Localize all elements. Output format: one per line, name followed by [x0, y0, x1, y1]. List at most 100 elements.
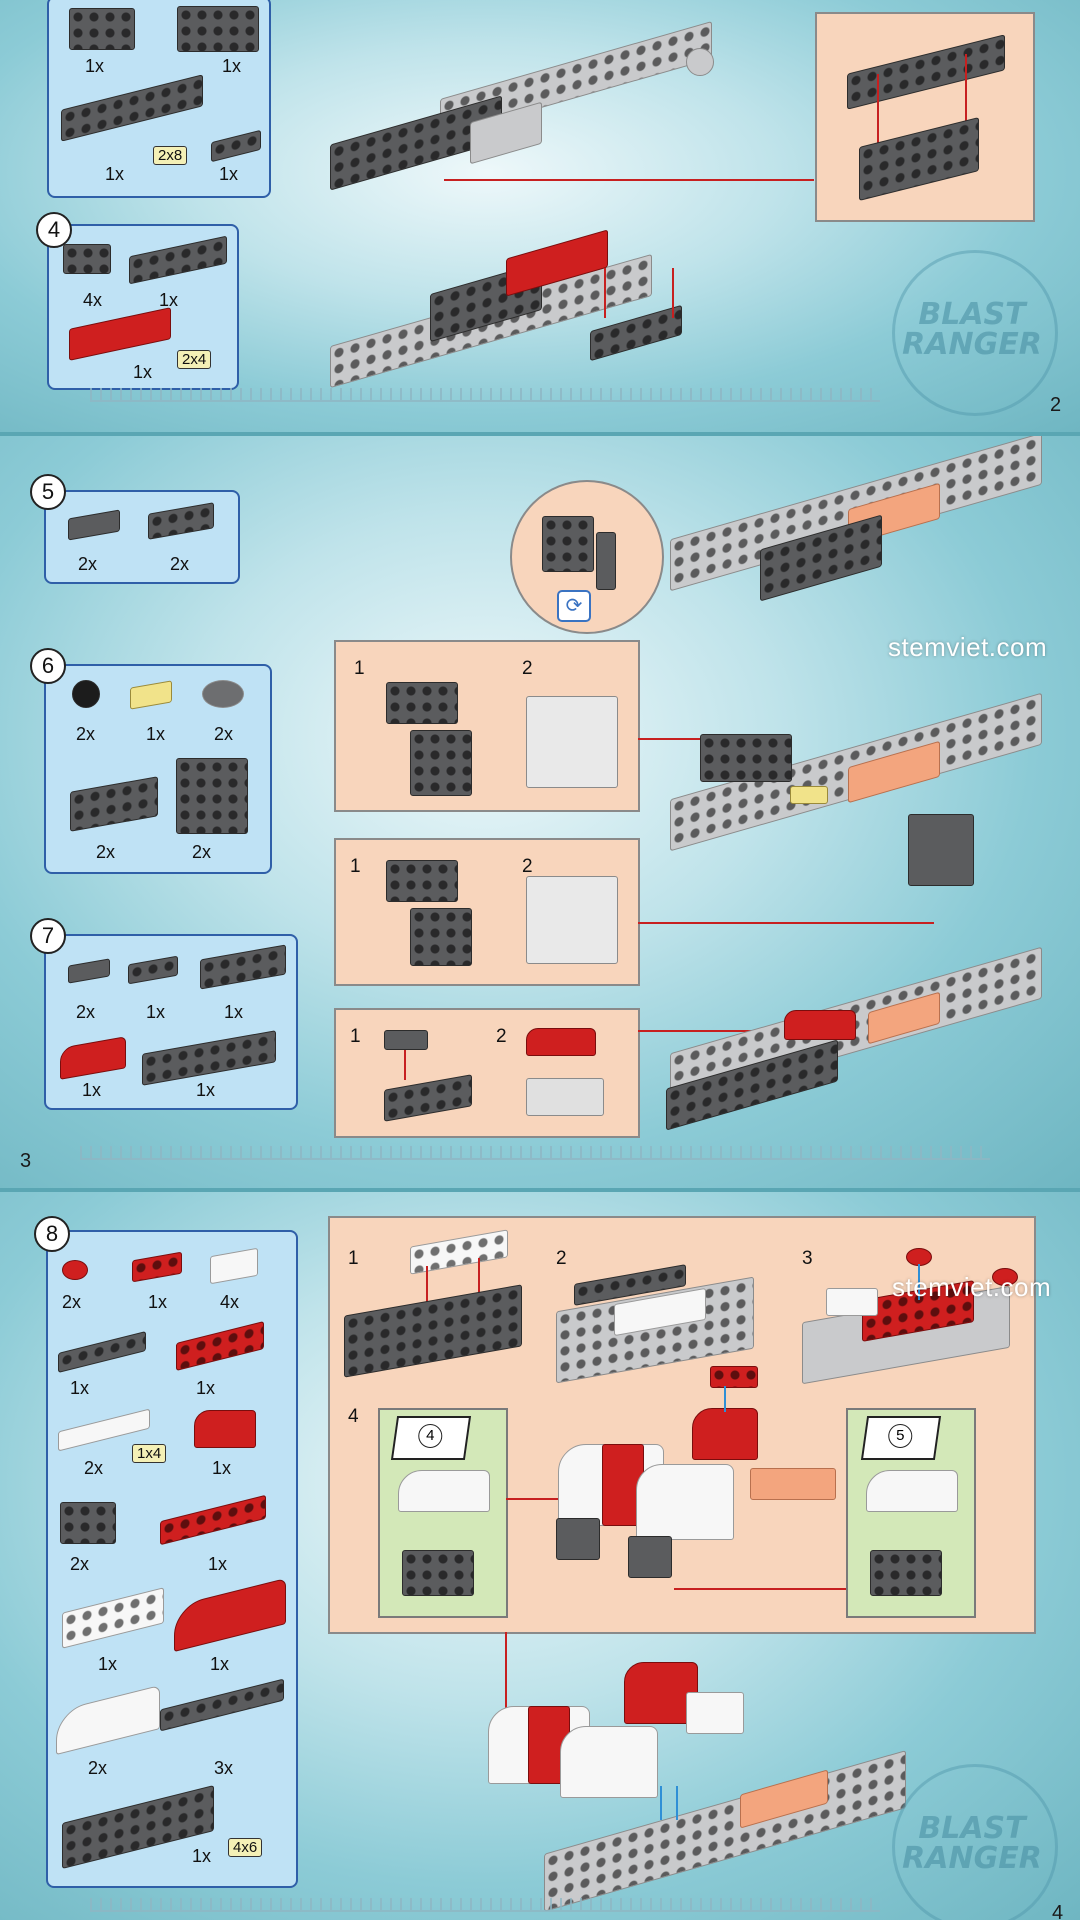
sticker-box-right: 5	[846, 1408, 976, 1618]
qty-label: 1x	[105, 164, 125, 184]
sub-step-number: 1	[350, 856, 361, 877]
size-tag: 2x4	[177, 350, 212, 369]
part-curved-slope-white	[398, 1470, 490, 1512]
assembly-arrow	[638, 738, 712, 740]
part-wheel-holder	[386, 860, 458, 902]
zoom-bracket	[542, 516, 594, 572]
sub-step-number: 1	[348, 1248, 359, 1269]
part-plate-1x2-red	[132, 1251, 182, 1283]
watermark: stemviet.com	[892, 1272, 1052, 1302]
sub-assembly-box	[815, 12, 1035, 222]
assembly-arrow	[638, 1030, 788, 1032]
step-number: 7	[30, 918, 66, 954]
part-plate-1x8	[160, 1678, 284, 1732]
qty-label: 2x	[62, 1292, 82, 1312]
part-plate-1x2	[128, 955, 178, 985]
instruction-page-3: 2x 2x 5 ⟳ stemviet.com 2x 1x 2x 2x 2x 6 …	[0, 436, 1080, 1188]
model-tow-ball	[686, 48, 714, 76]
model-grille	[790, 786, 828, 804]
qty-label: 2x	[170, 554, 190, 574]
part-plate-2x8	[847, 34, 1005, 110]
qty-label: 2x	[192, 842, 212, 862]
qty-label: 1x	[146, 724, 166, 744]
qty-label: 2x	[96, 842, 116, 862]
assembly-arrow	[672, 268, 674, 318]
model-wheel-holder	[556, 1518, 600, 1560]
part-round-tile	[202, 680, 244, 708]
sub-step-number: 1	[350, 1026, 361, 1047]
assembly-arrow	[444, 179, 814, 181]
qty-label: 1x	[222, 56, 242, 76]
part-bracket-2x2	[176, 758, 248, 834]
part-curved-slope	[526, 1028, 596, 1056]
model-peach-tail	[750, 1468, 836, 1500]
sub-assembly-box: 1 2 3 4 4 5	[328, 1216, 1036, 1634]
sub-step-number: 1	[354, 658, 365, 679]
sub-step-number: 2	[556, 1248, 567, 1269]
page-number: 3	[20, 1150, 32, 1172]
part-bracket-1x2	[60, 1502, 116, 1544]
qty-label: 1x	[148, 1292, 168, 1312]
ruler	[90, 388, 880, 402]
part-wedge-plate-4	[160, 1494, 266, 1546]
sub-assembly-box: 1 2	[334, 640, 640, 812]
blast-ranger-logo	[892, 1764, 1058, 1920]
assembly-arrow	[638, 922, 934, 924]
qty-label: 1x	[192, 1846, 212, 1866]
assembly-arrow	[404, 1050, 406, 1080]
assembly-arrow	[604, 268, 606, 318]
model-wheel-holder	[628, 1536, 672, 1578]
size-tag: 2x8	[153, 146, 188, 165]
part-curved-slope-red	[174, 1578, 286, 1652]
watermark: stemviet.com	[888, 632, 1048, 662]
parts-box-step4: 4x 1x 2x4 1x	[47, 224, 239, 390]
qty-label: 1x	[159, 290, 179, 310]
qty-label: 2x	[88, 1758, 108, 1778]
step-number: 4	[36, 212, 72, 248]
sub-step-number: 2	[496, 1026, 507, 1047]
sub-step-number: 2	[522, 658, 533, 679]
part-curved-slope-white	[56, 1685, 160, 1755]
part-assembled-holder	[526, 876, 618, 964]
page-number: 2	[1050, 394, 1062, 416]
qty-label: 2x	[84, 1458, 104, 1478]
qty-label: 1x	[212, 1458, 232, 1478]
rotate-icon: ⟳	[557, 590, 591, 622]
qty-label: 1x	[133, 362, 153, 382]
assembly-arrow-blue	[660, 1786, 662, 1820]
part-plate-2x2	[148, 502, 214, 540]
qty-label: 1x	[224, 1002, 244, 1022]
part-plate-1x4	[58, 1331, 146, 1373]
sub-step-number: 2	[522, 856, 533, 877]
part-bracket-2x2	[410, 730, 472, 796]
part-round-plate	[992, 1268, 1018, 1286]
model-red-slope	[784, 1010, 856, 1040]
qty-label: 2x	[78, 554, 98, 574]
page-separator	[0, 1188, 1080, 1192]
qty-label: 4x	[220, 1292, 240, 1312]
sub-assembly-box: 1 2	[334, 838, 640, 986]
part-plate-2x4	[384, 1074, 472, 1122]
qty-label: 2x	[70, 1554, 90, 1574]
part-tile-white	[210, 1247, 258, 1285]
model-wheel-holder	[700, 734, 792, 782]
part-tile-2x4-red	[69, 307, 171, 361]
part-plate-2x8	[61, 74, 203, 142]
part-plate-2x4-white	[410, 1229, 508, 1275]
model-wheel-holder	[908, 814, 974, 886]
qty-label: 1x	[210, 1654, 230, 1674]
part-slope-red	[194, 1410, 256, 1448]
sub-step-number: 4	[348, 1406, 359, 1427]
qty-label: 1x	[85, 56, 105, 76]
qty-label: 1x	[208, 1554, 228, 1574]
part-plate-1x2	[211, 129, 261, 163]
part-bracket-1x2	[63, 244, 111, 274]
sticker-sheet-icon: 5	[860, 1416, 942, 1460]
sticker-sheet-icon: 4	[390, 1416, 472, 1460]
part-tire	[72, 680, 100, 708]
qty-label: 2x	[76, 724, 96, 744]
step-number: 5	[30, 474, 66, 510]
part-grille-tile	[130, 680, 172, 710]
